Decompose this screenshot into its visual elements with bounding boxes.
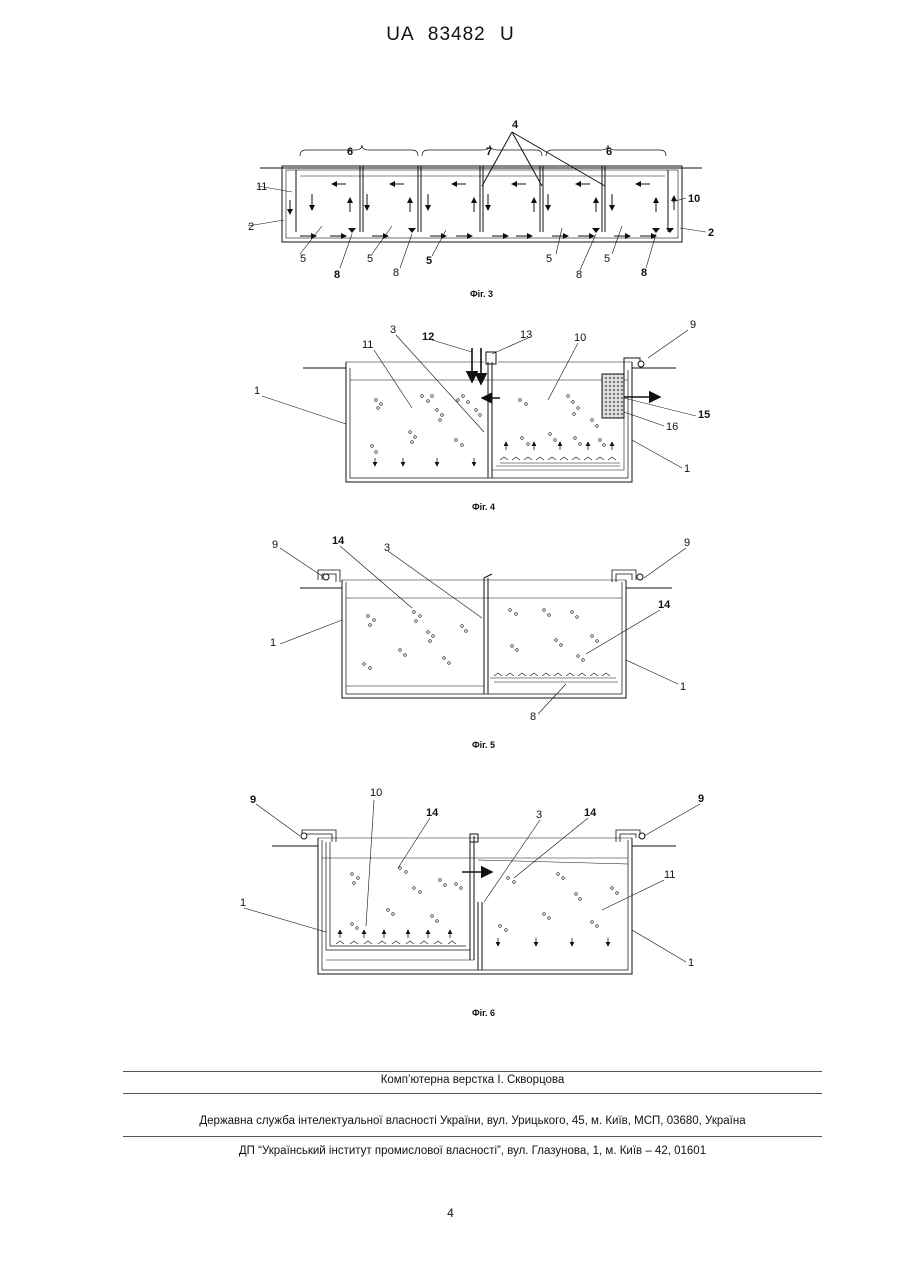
footer-rule-3	[123, 1136, 822, 1137]
figure-6-labels: 9 10 14 3 14 9 1 11 1 Фіг. 6	[240, 787, 704, 1018]
fig4-label-11: 11	[362, 339, 373, 351]
fig4-caption: Фіг. 4	[472, 502, 495, 512]
fig5-label-14b: 14	[658, 599, 671, 611]
fig3-label-10: 10	[688, 193, 700, 205]
compositor-line: Комп’ютерна верстка І. Скворцова	[123, 1074, 822, 1086]
fig3-label-5d: 5	[546, 253, 552, 265]
fig3-label-2a: 2	[248, 221, 254, 233]
fig6-label-11: 11	[664, 869, 675, 881]
fig6-label-14a: 14	[426, 807, 439, 819]
fig4-label-1b: 1	[684, 463, 690, 475]
fig4-label-13: 13	[520, 329, 532, 341]
fig3-label-4: 4	[512, 119, 519, 131]
figure-5-labels: 9 14 3 9 1 14 1 8 Фіг. 5	[270, 535, 690, 750]
fig5-caption: Фіг. 5	[472, 740, 495, 750]
fig3-label-8d: 8	[641, 267, 647, 279]
fig3-label-5c: 5	[426, 255, 432, 267]
fig3-caption: Фіг. 3	[470, 289, 493, 299]
fig5-label-9b: 9	[684, 537, 690, 549]
figure-6	[244, 800, 700, 974]
fig6-caption: Фіг. 6	[472, 1008, 495, 1018]
fig3-label-5e: 5	[604, 253, 610, 265]
fig3-label-7: 7	[486, 146, 492, 158]
fig3-label-8a: 8	[334, 269, 340, 281]
fig4-label-9: 9	[690, 319, 696, 331]
footer-rule-2	[123, 1093, 822, 1094]
fig5-label-9a: 9	[272, 539, 278, 551]
office-address: Державна служба інтелектуальної власност…	[123, 1115, 822, 1127]
institute-address: ДП “Український інститут промислової вла…	[123, 1145, 822, 1157]
fig3-label-11: 11	[256, 181, 267, 193]
fig5-label-8: 8	[530, 711, 536, 723]
fig3-label-5a: 5	[300, 253, 306, 265]
fig3-label-5b: 5	[367, 253, 373, 265]
fig6-label-3: 3	[536, 809, 542, 821]
fig4-label-3: 3	[390, 324, 396, 336]
page-number: 4	[0, 1206, 901, 1220]
figure-3	[248, 132, 706, 270]
fig6-label-1a: 1	[240, 897, 246, 909]
fig6-label-14b: 14	[584, 807, 597, 819]
fig3-label-6a: 6	[347, 146, 353, 158]
fig4-label-15: 15	[698, 409, 710, 421]
fig3-label-2b: 2	[708, 227, 714, 239]
fig4-label-10: 10	[574, 332, 586, 344]
figure-3-labels: 4 6 7 6 11 2 10 2 5 5 5 5 5 8 8 8 8 Фіг.…	[248, 119, 714, 299]
fig3-label-8b: 8	[393, 267, 399, 279]
fig5-label-14a: 14	[332, 535, 345, 547]
fig3-label-8c: 8	[576, 269, 582, 281]
figure-4	[262, 330, 696, 482]
fig3-label-6b: 6	[606, 146, 612, 158]
fig5-label-1b: 1	[680, 681, 686, 693]
fig6-label-1b: 1	[688, 957, 694, 969]
fig5-label-1a: 1	[270, 637, 276, 649]
figure-4-labels: 1 11 3 12 13 10 9 15 16 1 Фіг. 4	[254, 319, 710, 512]
fig4-label-16: 16	[666, 421, 678, 433]
figure-5	[280, 546, 686, 714]
fig6-label-9a: 9	[250, 794, 256, 806]
fig4-label-12: 12	[422, 331, 434, 343]
fig5-label-3: 3	[384, 542, 390, 554]
fig6-label-9b: 9	[698, 793, 704, 805]
fig4-label-1a: 1	[254, 385, 260, 397]
footer-rule-1	[123, 1071, 822, 1072]
fig6-label-10: 10	[370, 787, 382, 799]
